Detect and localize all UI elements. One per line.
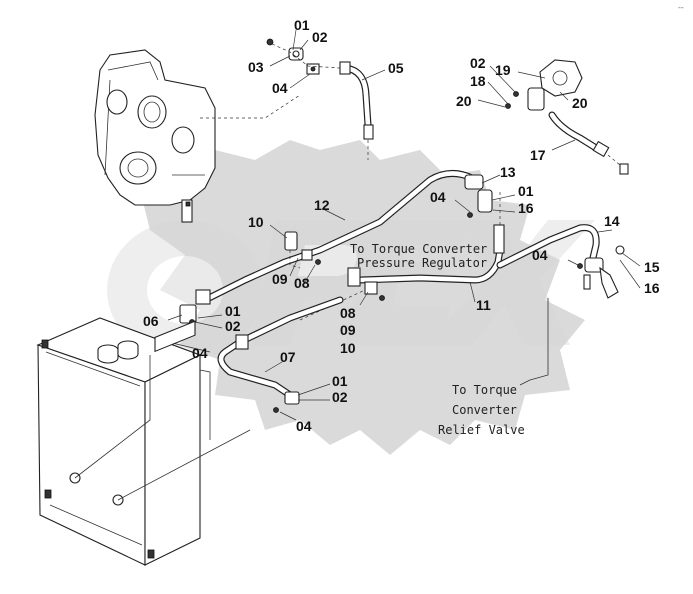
callout-01-top: 01: [294, 17, 310, 33]
callout-10-top: 10: [248, 214, 264, 230]
connector-group-10: [269, 224, 321, 283]
callout-labels: 01 02 03 04 05 02 19 18 20 20 17 13 01 0…: [143, 17, 660, 434]
callout-03: 03: [248, 59, 264, 75]
hose-17: [548, 111, 629, 175]
radiator: [36, 317, 251, 566]
callout-18: 18: [470, 73, 486, 89]
callout-11: 11: [476, 297, 491, 313]
callout-15: 15: [644, 259, 660, 275]
callout-16-mid: 16: [518, 200, 534, 216]
callout-04-right: 04: [532, 247, 548, 263]
hose-07: [217, 296, 344, 421]
callout-17: 17: [530, 147, 546, 163]
note-relief-valve-line1: To Torque: [452, 383, 517, 397]
callout-13: 13: [500, 164, 516, 180]
top-fitting-assembly: [266, 29, 341, 89]
callout-02-top-right: 02: [470, 55, 486, 71]
note-pressure-regulator-line1: To Torque Converter: [350, 242, 487, 256]
callout-20-right: 20: [572, 95, 588, 111]
hose-05: [339, 61, 386, 160]
callout-04-bottom: 04: [296, 418, 312, 434]
callout-01-left: 01: [225, 303, 241, 319]
callout-09-b: 09: [340, 322, 356, 338]
callout-20-left: 20: [456, 93, 472, 109]
callout-09-a: 09: [272, 271, 288, 287]
callout-06: 06: [143, 313, 159, 329]
callout-01-mid: 01: [518, 183, 534, 199]
callout-02-bottom: 02: [332, 389, 348, 405]
note-relief-valve: To Torque Converter Relief Valve: [438, 383, 525, 437]
callout-05: 05: [388, 60, 404, 76]
note-relief-valve-line2: Converter: [452, 403, 517, 417]
hose-14: [496, 224, 641, 386]
corner-mark: --: [678, 3, 684, 12]
callout-19: 19: [495, 62, 511, 78]
callout-12: 12: [314, 197, 330, 213]
callout-04-mid: 04: [430, 189, 446, 205]
callout-08-b: 08: [340, 305, 356, 321]
note-relief-valve-line3: Relief Valve: [438, 423, 525, 437]
connector-group-08: [299, 281, 385, 321]
torque-converter-housing: [94, 49, 301, 223]
note-pressure-regulator: To Torque Converter Pressure Regulator: [350, 242, 487, 270]
note-pressure-regulator-line2: Pressure Regulator: [357, 256, 487, 270]
callout-01-bottom: 01: [332, 373, 348, 389]
fitting-13: [454, 174, 516, 218]
callout-07: 07: [280, 349, 296, 365]
callout-08-a: 08: [294, 275, 310, 291]
callout-10-b: 10: [340, 340, 356, 356]
callout-02-left: 02: [225, 318, 241, 334]
callout-16-right: 16: [644, 280, 660, 296]
callout-02-top: 02: [312, 29, 328, 45]
callout-04-top: 04: [272, 80, 288, 96]
callout-14: 14: [604, 213, 620, 229]
callout-04-left: 04: [192, 345, 208, 361]
valve-assembly-19: [477, 59, 583, 111]
